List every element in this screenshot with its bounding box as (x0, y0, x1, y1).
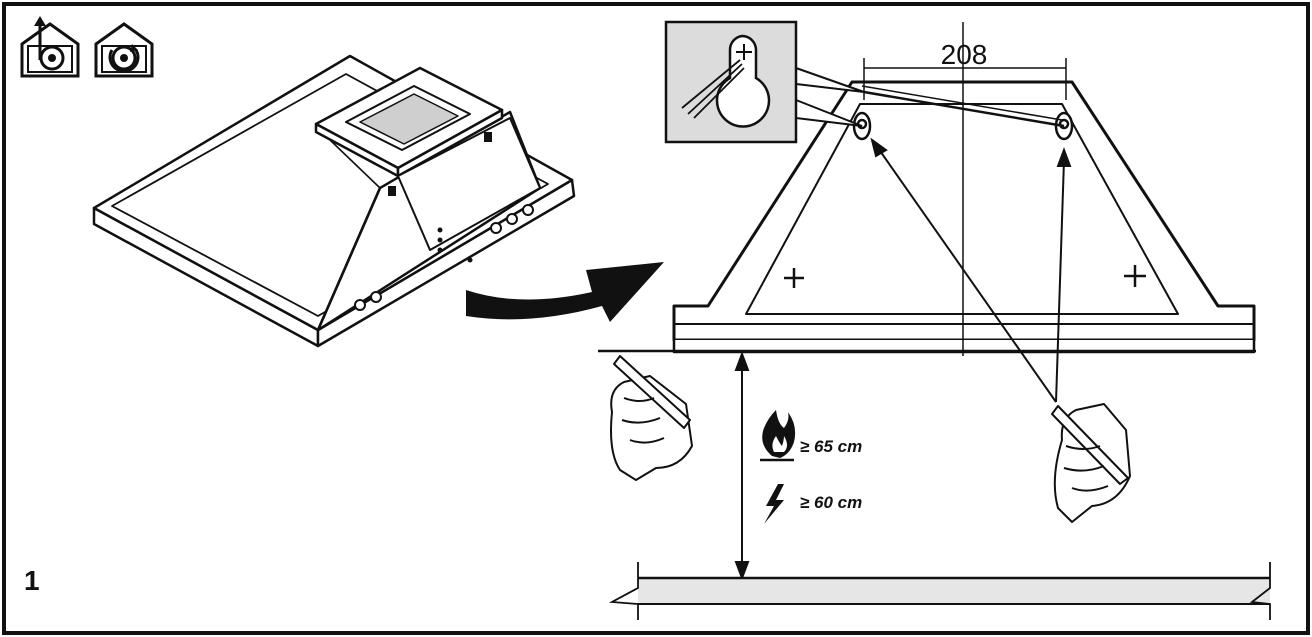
keyhole-detail-callout (664, 20, 1065, 144)
hood-rear-view (672, 80, 1256, 354)
figure-number: 1 (24, 565, 40, 596)
hand-pencil-left-icon (610, 355, 693, 481)
fixing-cross-left (784, 268, 804, 288)
direction-arrow (466, 262, 664, 322)
gas-clearance-label: ≥ 65 cm (800, 437, 862, 456)
fixing-cross-right (1124, 265, 1146, 287)
lightning-bolt-icon (764, 484, 784, 524)
worktop (608, 562, 1271, 620)
clearance-arrow (734, 351, 750, 581)
recirculation-house-icon (94, 22, 154, 78)
electric-clearance-label: ≥ 60 cm (800, 493, 862, 512)
ducted-extraction-house-icon (20, 16, 80, 78)
bracket-spacing-label: 208 (941, 39, 988, 70)
hand-pencil-right-icon (1051, 403, 1131, 523)
cooker-hood-isometric (92, 54, 576, 348)
gas-flame-icon (760, 410, 796, 462)
marking-arrows (870, 137, 1072, 403)
